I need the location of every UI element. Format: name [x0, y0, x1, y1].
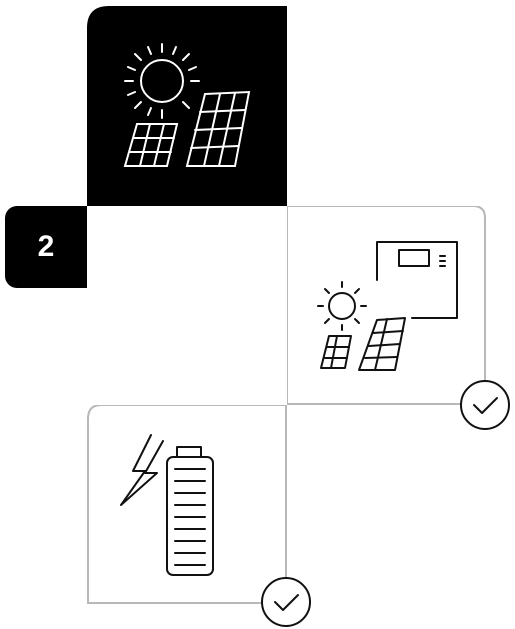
battery-charge-icon	[120, 434, 214, 576]
check-circle-icon	[259, 575, 313, 629]
tile-solar-panel	[87, 6, 287, 206]
solar-panel-sun-icon	[123, 43, 251, 167]
tile-battery	[87, 405, 287, 605]
solar-controller-icon	[317, 241, 458, 371]
check-circle-icon	[458, 378, 512, 432]
tile-solar-controller	[287, 206, 487, 406]
step-number-badge: 2	[5, 206, 87, 288]
step-number: 2	[37, 230, 55, 263]
